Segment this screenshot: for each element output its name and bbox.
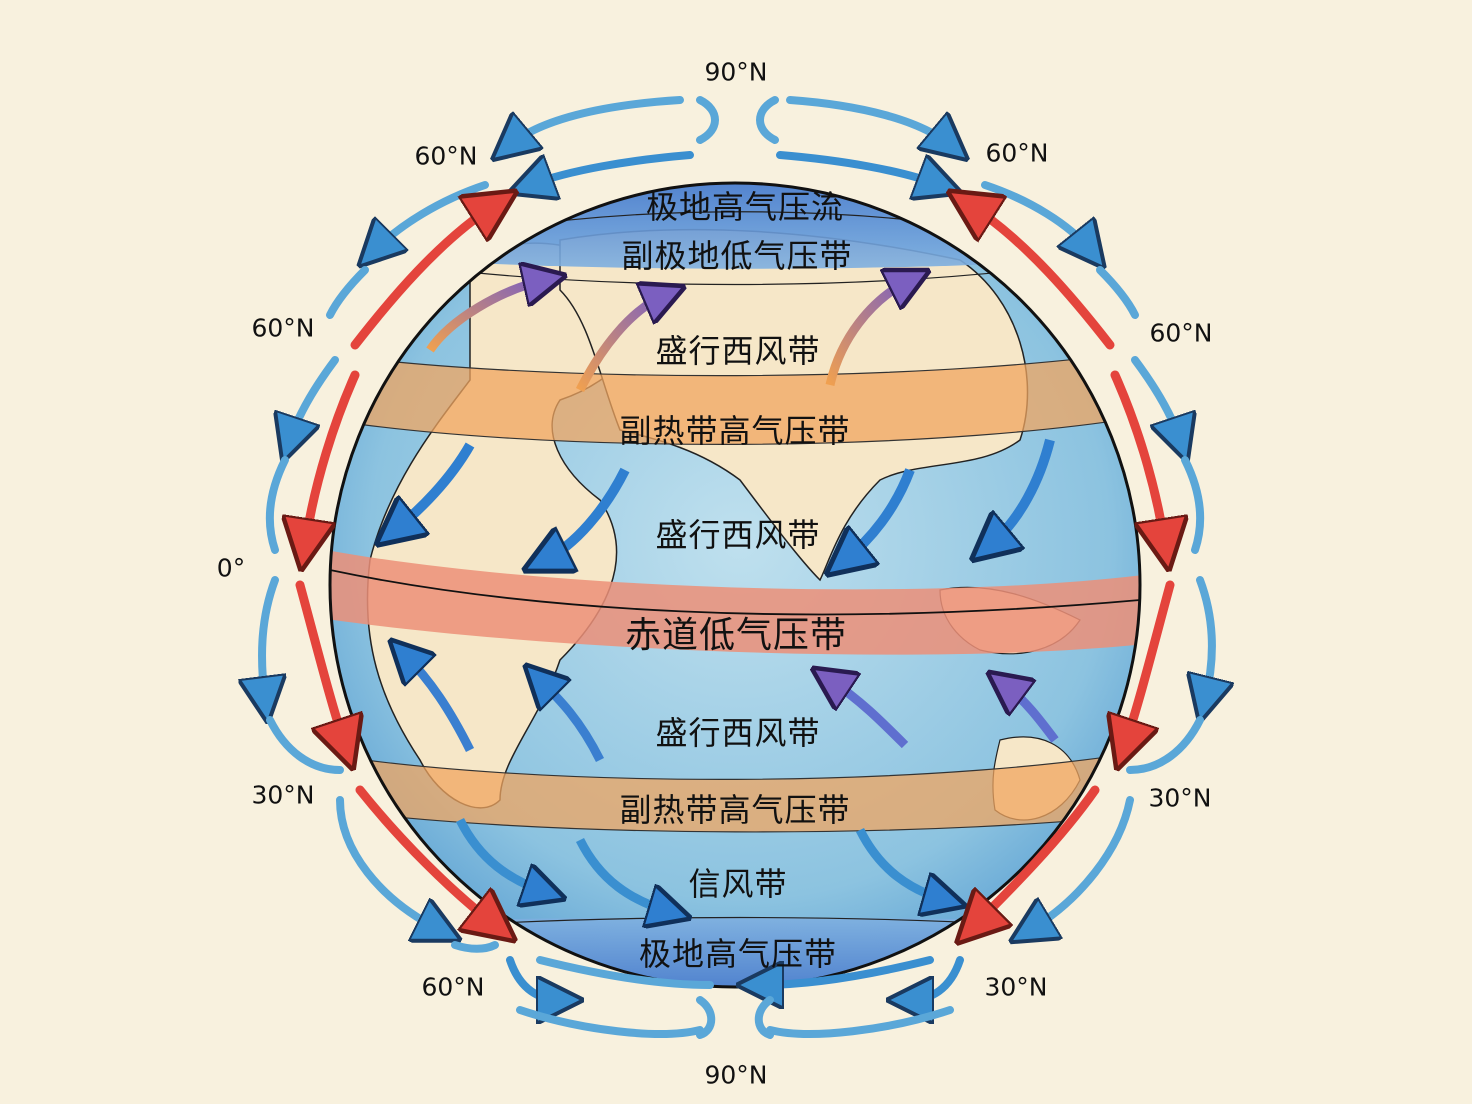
latitude-label-lower-left: 30°N	[251, 780, 315, 810]
latitude-label-bottom-right: 30°N	[984, 972, 1048, 1002]
latitude-label-bottom-left: 60°N	[421, 972, 485, 1002]
trade-wind-arrow	[575, 837, 670, 912]
latitude-label-upper-right: 60°N	[1149, 318, 1213, 348]
westerly-arrow	[825, 280, 910, 387]
trade-winds-label: 信风带	[688, 865, 788, 903]
westerlies-south-label: 盛行西风带	[655, 714, 821, 752]
latitude-label-upper-left: 60°N	[251, 313, 315, 343]
trade-wind-arrow	[990, 438, 1055, 545]
trade-wind-arrow	[455, 817, 545, 892]
latitude-label-lower-right: 30°N	[1148, 783, 1212, 813]
equatorial-low-label: 赤道低气压带	[624, 615, 848, 656]
latitude-label-top-right: 60°N	[985, 138, 1049, 168]
polar-high-top-label: 极地高气压流	[645, 188, 845, 226]
southern-arrow	[540, 680, 605, 763]
circulation-cells	[262, 96, 1212, 1039]
trade-wind-arrow	[855, 827, 945, 900]
westerly-arrow	[426, 280, 545, 353]
westerly-arrow	[575, 295, 665, 393]
globe-outline	[328, 181, 1142, 989]
subtropical-high-north-label: 副热带高气压带	[619, 412, 851, 450]
latitude-label-equator-left: 0°	[216, 553, 246, 583]
polar-high-bottom-label: 极地高气压带	[638, 935, 838, 973]
subtropical-high-south-label: 副热带高气压带	[619, 791, 851, 829]
southern-arrow	[405, 655, 475, 753]
latitude-label-bottom-center: 90°N	[704, 1060, 768, 1090]
trade-wind-arrow	[545, 467, 630, 560]
southern-arrow	[830, 680, 909, 749]
trade-wind-arrow	[845, 468, 915, 560]
latitude-label-top-center: 90°N	[704, 57, 768, 87]
southern-arrow	[1005, 685, 1059, 743]
westerlies-mid-label: 盛行西风带	[655, 516, 821, 554]
trade-wind-arrow	[395, 442, 475, 530]
subpolar-low-label: 副极地低气压带	[621, 237, 853, 275]
westerlies-north-label: 盛行西风带	[655, 332, 821, 370]
latitude-label-top-left: 60°N	[414, 141, 478, 171]
